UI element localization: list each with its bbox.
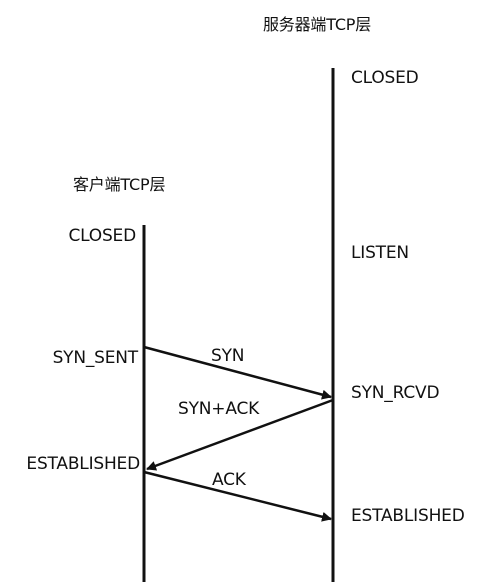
syn-ack-arrow bbox=[146, 398, 334, 471]
server-state-closed: CLOSED bbox=[351, 68, 419, 88]
syn-arrow bbox=[143, 345, 332, 400]
server-title: 服务器端TCP层 bbox=[263, 15, 372, 34]
message-syn-ack: SYN+ACK bbox=[178, 399, 260, 419]
message-syn: SYN bbox=[211, 346, 245, 366]
ack-arrow bbox=[143, 470, 332, 522]
server-state-established: ESTABLISHED bbox=[351, 506, 465, 526]
client-state-closed: CLOSED bbox=[68, 226, 136, 246]
server-state-listen: LISTEN bbox=[351, 243, 409, 263]
message-ack: ACK bbox=[212, 470, 246, 490]
client-state-established: ESTABLISHED bbox=[26, 454, 140, 474]
server-state-syn-rcvd: SYN_RCVD bbox=[351, 383, 440, 403]
client-state-syn-sent: SYN_SENT bbox=[52, 348, 139, 368]
client-title: 客户端TCP层 bbox=[73, 175, 166, 194]
